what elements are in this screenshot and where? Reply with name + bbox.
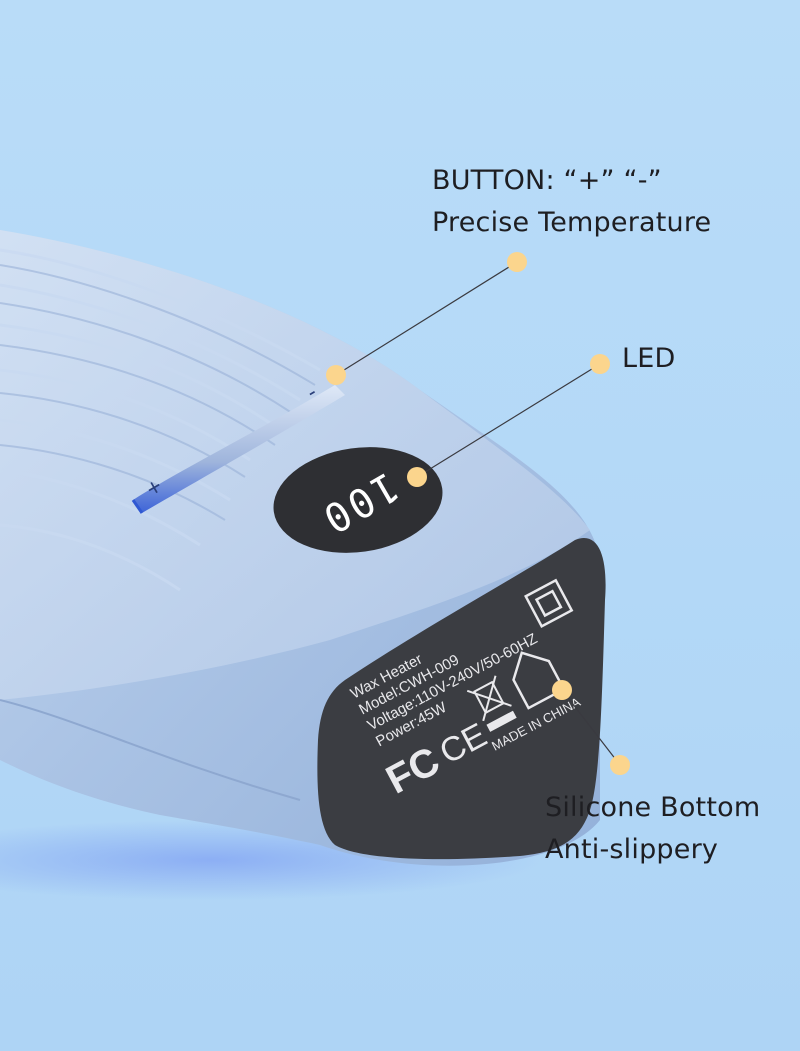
button-callout-label: BUTTON: “+” “-” Precise Temperature xyxy=(432,160,711,244)
weee-bin-icon xyxy=(466,675,517,732)
device-top-shell xyxy=(0,230,590,700)
led-callout-dot xyxy=(590,354,610,374)
bottom-anchor-dot xyxy=(552,680,572,700)
led-anchor-dot xyxy=(407,467,427,487)
bottom-callout-line-2: Anti-slippery xyxy=(545,833,719,865)
double-insulation-icon xyxy=(524,578,574,629)
button-callout-line-1: BUTTON: “+” “-” xyxy=(432,165,662,196)
body-ribs xyxy=(0,248,321,592)
led-callout-label: LED xyxy=(622,338,676,380)
body-seam xyxy=(0,699,301,801)
bottom-callout-label: Silicone Bottom Anti-slippery xyxy=(545,787,760,871)
callout-lines xyxy=(335,261,621,766)
led-callout-text: LED xyxy=(622,343,676,374)
silicone-bottom: Wax Heater Model:CWH-009 Voltage:110V-24… xyxy=(317,538,606,860)
led-display: 100 xyxy=(273,447,443,553)
callout-dots xyxy=(326,252,630,775)
bottom-callout-dot xyxy=(610,755,630,775)
bottom-callout-line-1: Silicone Bottom xyxy=(545,792,761,823)
button-anchor-dot xyxy=(326,365,346,385)
button-callout-line-2: Precise Temperature xyxy=(432,206,712,238)
button-callout-dot xyxy=(507,252,527,272)
